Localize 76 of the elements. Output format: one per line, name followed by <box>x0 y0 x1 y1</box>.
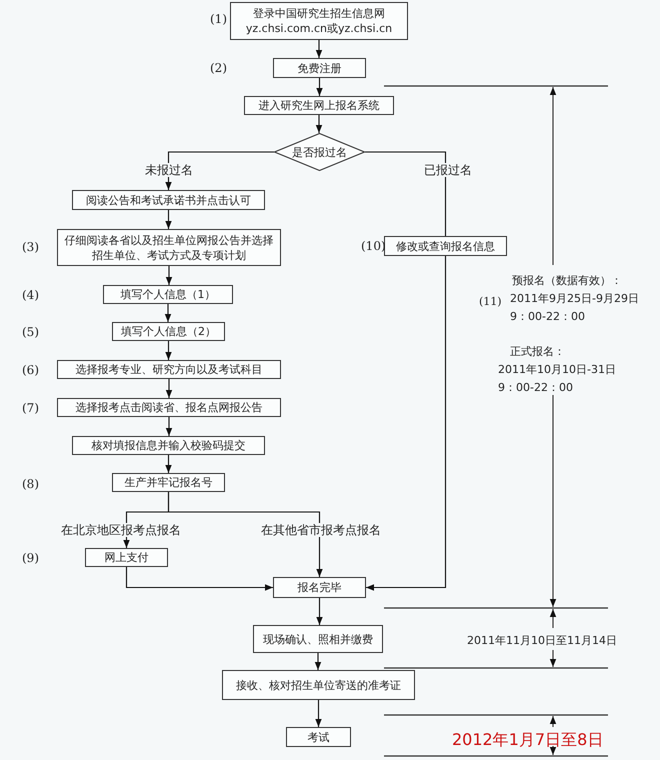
process-box <box>253 625 383 653</box>
process-box <box>57 229 281 266</box>
step-text: 接收、核对招生单位寄送的准考证 <box>236 678 401 692</box>
arrow <box>166 379 172 398</box>
arrow <box>166 417 172 436</box>
step-number: (6) <box>22 363 39 378</box>
arrow <box>165 341 172 360</box>
step-text: 登录中国研究生招生信息网 <box>253 6 385 21</box>
process-box <box>57 398 281 417</box>
step-text: 免费注册 <box>298 60 342 76</box>
arrow <box>165 151 274 190</box>
step-text: 选择报考点击阅读省、报名点网报公告 <box>76 400 262 415</box>
arrow <box>164 304 172 322</box>
date-note: 2012年1月7日至8日 <box>452 730 604 750</box>
step-text: 生产并牢记报名号 <box>124 475 212 490</box>
edge-label: 在其他省市报考点报名 <box>260 523 382 537</box>
step-number: (9) <box>22 551 39 566</box>
edge-label: 未报过名 <box>144 163 194 177</box>
date-note: 正式报名： <box>510 344 565 359</box>
step-text: 网上支付 <box>104 550 148 565</box>
step-text: 填写个人信息（1） <box>120 287 216 302</box>
step-number: (4) <box>22 288 39 303</box>
step-number: (5) <box>22 325 39 340</box>
arrow <box>316 598 323 625</box>
step-text: 选择报考专业、研究方向以及考试科目 <box>76 362 262 377</box>
arrow <box>314 653 322 670</box>
process-box <box>112 322 225 341</box>
arrow <box>126 567 273 591</box>
process-box <box>72 436 265 455</box>
step-text: 是否报过名 <box>292 144 347 160</box>
step-text: 考试 <box>308 730 330 744</box>
arrow <box>316 115 322 133</box>
edge-label: 在北京地区报考点报名 <box>60 523 182 537</box>
step-number: (11) <box>479 294 502 309</box>
step-text: 修改或查询报名信息 <box>396 238 495 254</box>
arrow <box>316 40 322 58</box>
date-note: 2011年10月10日-31日 <box>498 362 616 377</box>
process-box <box>57 360 281 379</box>
arrow <box>168 492 323 577</box>
date-note: 2011年9月25日-9月29日 <box>510 291 639 306</box>
process-box <box>286 727 351 747</box>
arrow <box>165 455 172 473</box>
step-text: 核对填报信息并输入校验码提交 <box>92 438 246 453</box>
step-text: 现场确认、照相并缴费 <box>263 632 373 646</box>
process-box <box>85 548 168 567</box>
process-box <box>244 96 394 115</box>
step-number: (1) <box>210 12 227 27</box>
step-text: 阅读公告和考试承诺书并点击认可 <box>86 192 251 208</box>
process-box <box>222 670 415 700</box>
step-text: 报名完毕 <box>298 580 342 595</box>
step-number: (7) <box>22 401 39 416</box>
step-number: (2) <box>210 61 227 76</box>
step-text: 进入研究生网上报名系统 <box>258 98 380 113</box>
process-box <box>103 285 233 304</box>
step-text: 填写个人信息（2） <box>121 324 216 339</box>
step-number: (3) <box>22 240 39 255</box>
process-box <box>230 2 408 40</box>
process-box <box>112 473 225 492</box>
edge-label: 已报过名 <box>423 163 473 177</box>
arrow <box>316 78 323 96</box>
process-box <box>384 236 507 256</box>
date-note: 2011年11月10日至11月14日 <box>467 633 617 648</box>
step-number: (8) <box>22 477 39 492</box>
date-note: 9：00-22：00 <box>498 380 573 395</box>
process-box <box>72 190 265 210</box>
process-box <box>273 577 366 598</box>
arrow <box>166 266 172 285</box>
web-address: yz.chsi.com.cn或yz.chsi.cn <box>246 21 392 36</box>
date-note: 预报名（数据有效）： <box>512 273 622 288</box>
arrow <box>165 210 172 229</box>
step-text: 仔细阅读各省以及招生单位网报公告并选择招生单位、考试方式及专项计划 <box>64 232 274 262</box>
process-box <box>273 58 366 78</box>
date-note: 9：00-22：00 <box>510 309 585 324</box>
arrow <box>315 700 322 727</box>
arrow <box>366 256 446 591</box>
decision-diamond <box>274 133 365 171</box>
